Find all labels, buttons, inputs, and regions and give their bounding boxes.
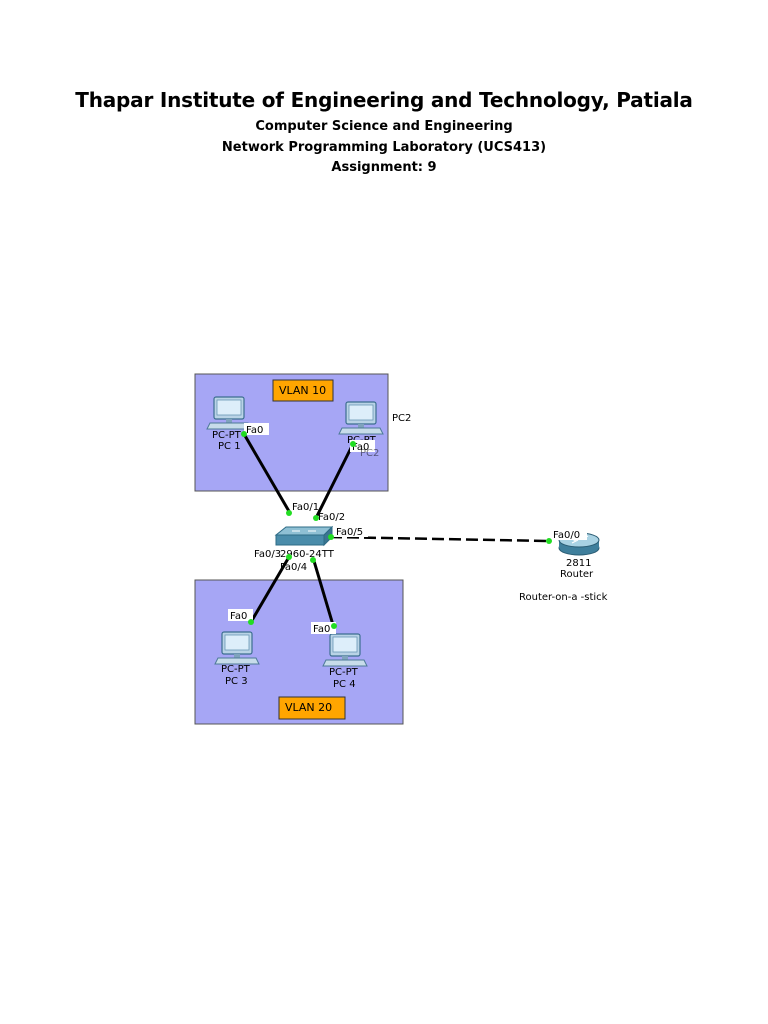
- pc2-name-under-label: PC2: [360, 448, 379, 459]
- switch-model-label: 2960-24TT: [280, 549, 335, 560]
- vlan-10-label: VLAN 10: [279, 384, 326, 397]
- link-pc1-switch: [242, 433, 292, 514]
- vlan-20-label-box: [278, 696, 346, 720]
- switch-port-fa03: Fa0/3: [254, 549, 281, 560]
- vlan-20-label: VLAN 20: [285, 701, 332, 714]
- pc3-computer-icon[interactable]: [214, 631, 260, 665]
- switch-port-fa04: Fa0/4: [280, 562, 307, 573]
- link-pc4-switch: [312, 560, 335, 626]
- pc4-port-label: Fa0: [313, 624, 330, 635]
- router-name-label: Router: [560, 569, 594, 580]
- vlan-10-label-box: [272, 379, 334, 402]
- pc3-type-label: PC-PT: [221, 664, 251, 675]
- pc3-port-label: Fa0: [230, 611, 247, 622]
- course-line: Network Programming Laboratory (UCS413): [221, 140, 547, 155]
- pc1-name-label: PC 1: [218, 441, 241, 452]
- pc2-port-label: Fa0: [352, 442, 369, 453]
- pc4-computer-icon[interactable]: [322, 633, 368, 667]
- router-model-label: 2811: [566, 558, 591, 569]
- link-switch-router: [329, 535, 550, 543]
- router-port-label: Fa0/0: [553, 530, 580, 541]
- link-pc3-switch: [249, 556, 291, 623]
- assignment-line: Assignment: 9: [331, 160, 437, 175]
- switch-port-fa02: Fa0/2: [318, 512, 345, 523]
- pc2-computer-icon[interactable]: [338, 401, 384, 435]
- switch-port-fa01: Fa0/1: [292, 502, 319, 513]
- document-title: Thapar Institute of Engineering and Tech…: [75, 88, 693, 112]
- pc4-type-label: PC-PT: [329, 667, 359, 678]
- pc1-type-label: PC-PT: [212, 430, 242, 441]
- pc3-name-label: PC 3: [225, 676, 248, 687]
- pc4-name-label: PC 4: [333, 679, 356, 690]
- link-pc2-switch: [314, 443, 355, 519]
- department-line: Computer Science and Engineering: [255, 119, 513, 134]
- pc1-port-label: Fa0: [246, 425, 263, 436]
- router-caption: Router-on-a -stick: [519, 592, 608, 603]
- pc2-name-label: PC2: [392, 413, 411, 424]
- link-status-dots: [241, 431, 552, 629]
- switch-port-fa05: Fa0/5: [336, 527, 363, 538]
- switch-icon[interactable]: [274, 525, 334, 547]
